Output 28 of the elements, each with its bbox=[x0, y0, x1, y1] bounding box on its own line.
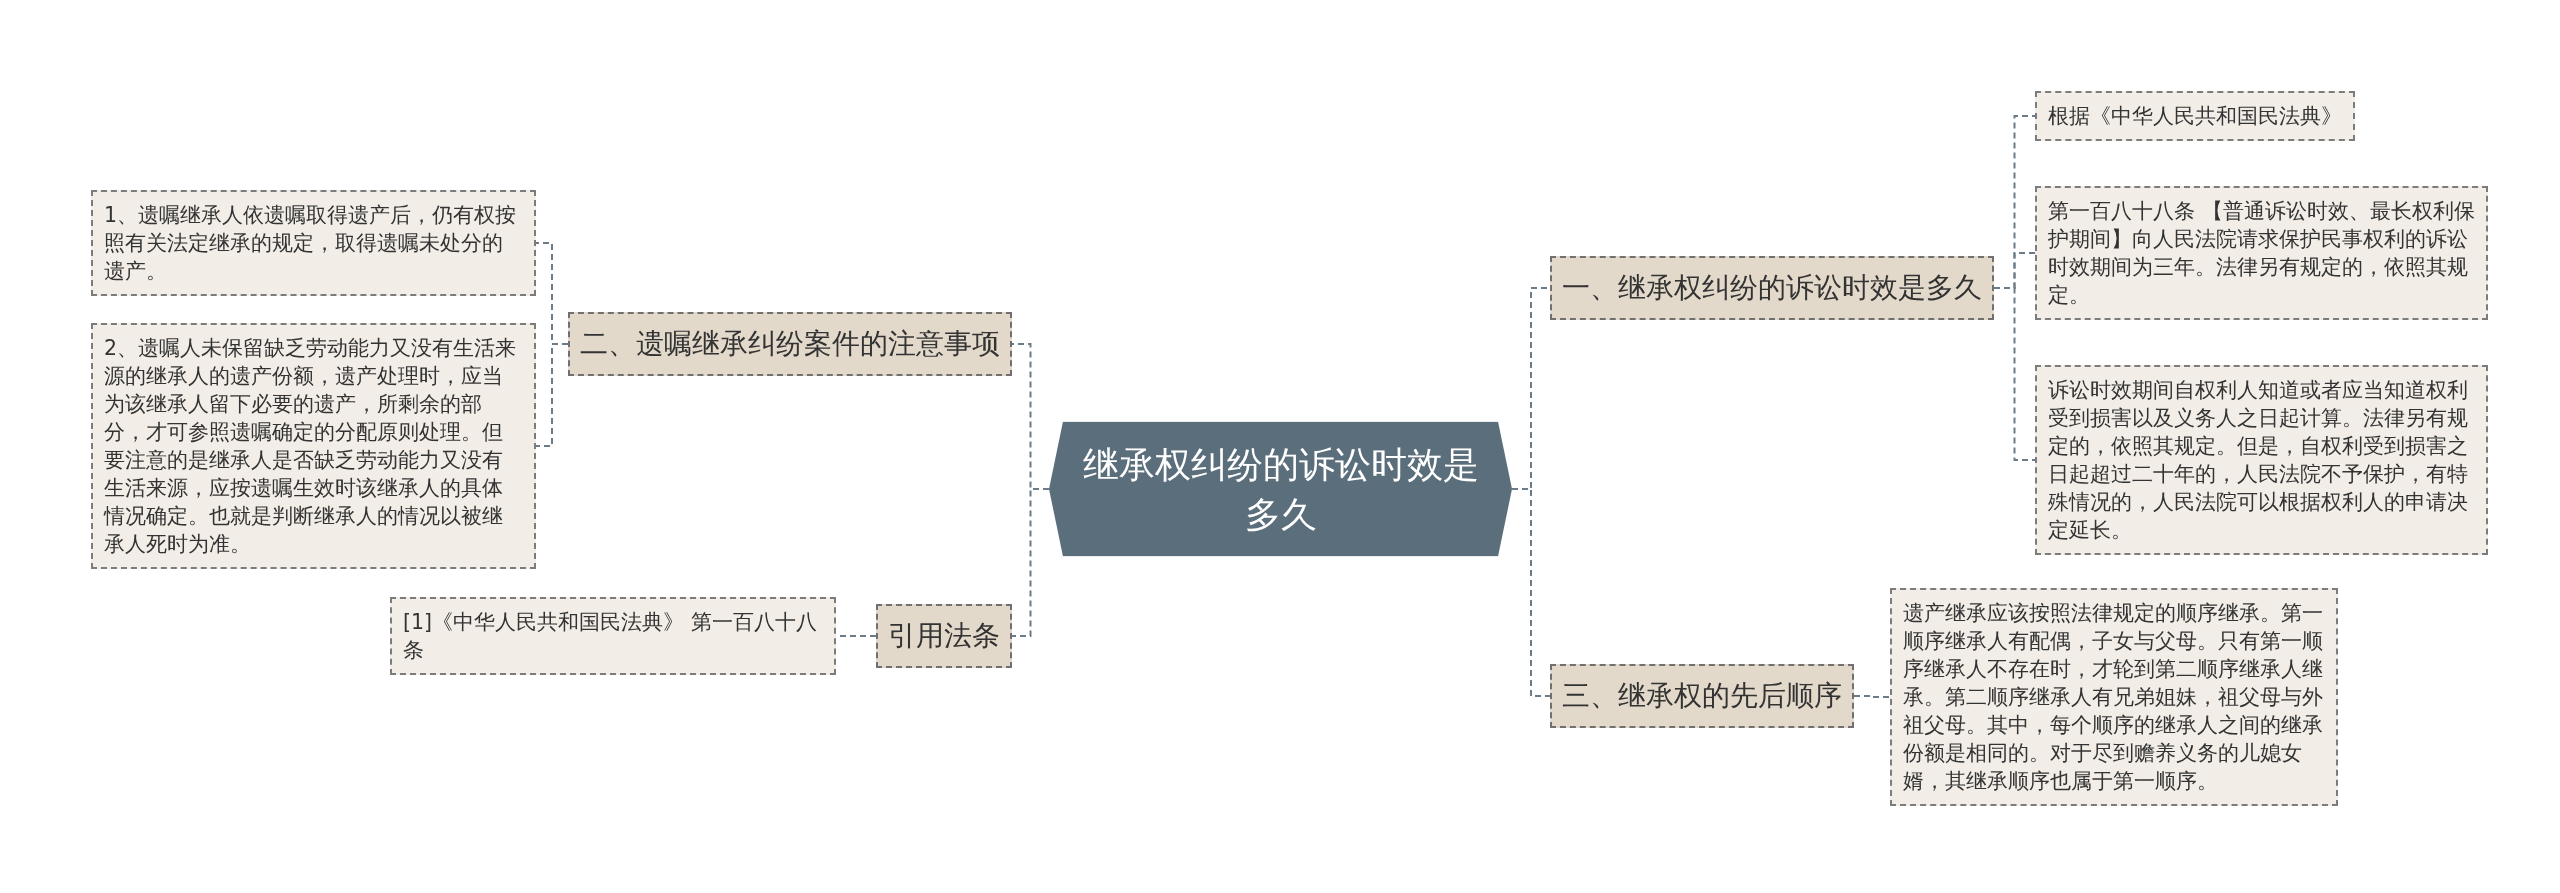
note-text: 诉讼时效期间自权利人知道或者应当知道权利受到损害以及义务人之日起计算。法律另有规定的，依照其规定。但是，自权利受到损害之日起超过二十年的，人民法院不予保护，有特殊情况的，人民法院可以根据权利人的申请决定延长。 bbox=[2048, 377, 2469, 544]
topic-label: 二、遗嘱继承纠纷案件的注意事项 bbox=[580, 326, 1000, 362]
connector-line bbox=[535, 343, 569, 447]
note-text: 2、遗嘱人未保留缺乏劳动能力又没有生活来源的继承人的遗产份额，遗产处理时，应当为该继承人留下必要的遗产，所剩余的部分，才可参照遗嘱确定的分配原则处理。但要注意的是继承人是否缺乏劳动能力又没有生活来源，应按遗嘱生效时该继承人的具体情况确定。也就是判断继承人的情况以被继承人死时为准。 bbox=[104, 335, 518, 558]
note-box bbox=[1890, 588, 2338, 806]
central-topic-title: 继承权纠纷的诉讼时效是多久 bbox=[1081, 442, 1480, 536]
note-box bbox=[2035, 186, 2488, 320]
note-text: 根据《中华人民共和国民法典》 bbox=[2048, 103, 2342, 130]
topic-box bbox=[1550, 256, 1994, 320]
note-text: 第一百八十八条 【普通诉讼时效、最长权利保护期间】向人民法院请求保护民事权利的诉讼时效期间为三年。法律另有规定的，依照其规定。 bbox=[2048, 198, 2475, 309]
connector-line bbox=[1993, 287, 2036, 461]
topic-label: 引用法条 bbox=[888, 618, 1000, 654]
note-text: 遗产继承应该按照法律规定的顺序继承。第一顺序继承人有配偶，子女与父母。只有第一顺序继承人不存在时，才轮到第二顺序继承人继承。第二顺序继承人有兄弟姐妹，祖父母与外祖父母。其中，每个顺序的继承人之间的继承份额是相同的。对于尽到赡养义务的儿媳女婿，其继承顺序也属于第一顺序。 bbox=[1903, 600, 2324, 795]
topic-box bbox=[568, 312, 1012, 376]
note-text: 1、遗嘱继承人依遗嘱取得遗产后，仍有权按照有关法定继承的规定，取得遗嘱未处分的遗产。 bbox=[104, 202, 518, 285]
note-box bbox=[91, 190, 536, 296]
note-box bbox=[2035, 365, 2488, 555]
connector-line bbox=[1011, 488, 1050, 637]
connector-line bbox=[1511, 488, 1551, 697]
connector-line bbox=[1853, 695, 1891, 698]
topic-label: 三、继承权的先后顺序 bbox=[1562, 678, 1842, 714]
topic-box bbox=[876, 604, 1012, 668]
note-box bbox=[390, 597, 836, 675]
topic-box bbox=[1550, 664, 1854, 728]
note-text: [1]《中华人民共和国民法典》 第一百八十八条 bbox=[403, 609, 818, 664]
topic-label: 一、继承权纠纷的诉讼时效是多久 bbox=[1562, 270, 1982, 306]
note-box bbox=[2035, 91, 2355, 141]
note-box bbox=[91, 323, 536, 569]
